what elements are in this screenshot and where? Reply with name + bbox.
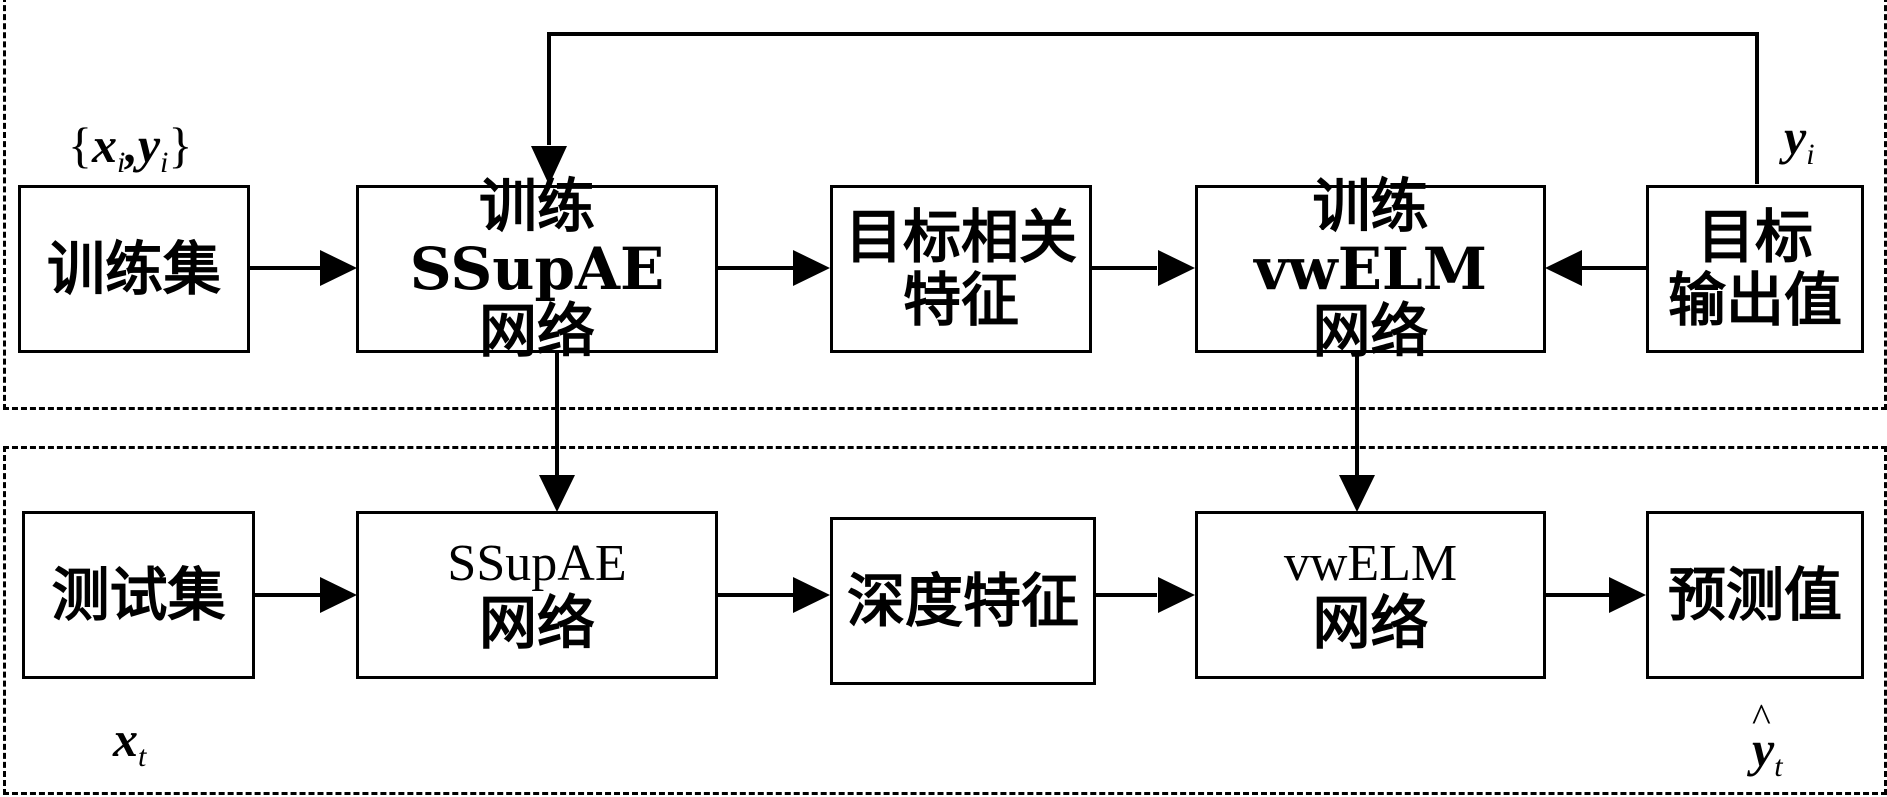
test-x-subscript: t [138, 740, 147, 773]
output-y-symbol: y [1752, 721, 1775, 777]
train-set-box: 训练集 [18, 185, 250, 353]
target-features-label-line2: 特征 [902, 266, 1019, 334]
train-ssupae-box: 训练SSupAE 网络 [356, 175, 718, 362]
arrowhead [1545, 250, 1582, 286]
target-output-label-line1: 目标 [1696, 203, 1813, 272]
vwelm-label-line2: 网络 [1312, 588, 1429, 657]
test-set-label: 测试集 [51, 560, 226, 629]
feedback-y-symbol: y [1784, 109, 1807, 165]
hat-accent: ^ [1752, 695, 1771, 740]
training-stage-region [3, 0, 1887, 410]
ssupae-box: SSupAE 网络 [356, 511, 718, 679]
arrowhead [793, 250, 830, 286]
deep-features-label: 深度特征 [846, 566, 1079, 635]
train-vwelm-label-line1: 训练vwELM [1254, 172, 1487, 303]
prediction-output-label: yt [1752, 724, 1783, 782]
vwelm-label-line1: vwELM [1283, 534, 1458, 592]
target-features-label-line1: 目标相关 [844, 203, 1077, 272]
arrowhead [1339, 475, 1375, 512]
testing-input-label: xt [113, 714, 146, 772]
input-x-symbol: x [92, 117, 117, 173]
target-output-label-line2: 输出值 [1667, 266, 1842, 334]
input-y-subscript: i [160, 146, 169, 179]
arrowhead [320, 577, 357, 613]
train-ssupae-label-line1: 训练SSupAE [409, 172, 665, 303]
target-features-box: 目标相关 特征 [830, 185, 1092, 353]
train-ssupae-label-line2: 网络 [478, 297, 595, 366]
ssupae-label-line1: SSupAE [447, 534, 627, 592]
arrowhead [793, 577, 830, 613]
testing-stage-region [3, 446, 1887, 795]
train-vwelm-label-line2: 网络 [1312, 297, 1429, 366]
target-output-box: 目标 输出值 [1646, 185, 1864, 353]
test-x-symbol: x [113, 711, 138, 767]
prediction-label: 预测值 [1667, 560, 1842, 629]
feedback-label: yi [1784, 112, 1815, 170]
vwelm-box: vwELM 网络 [1195, 511, 1546, 679]
test-set-box: 测试集 [22, 511, 255, 679]
prediction-box: 预测值 [1646, 511, 1864, 679]
ssupae-label-line2: 网络 [478, 588, 595, 657]
training-input-label: {xi,yi} [68, 117, 193, 179]
arrowhead [1158, 577, 1195, 613]
feedback-loop-line [547, 32, 1759, 184]
input-y-symbol: y [137, 117, 161, 173]
input-x-subscript: i [117, 146, 126, 179]
output-y-subscript: t [1774, 750, 1783, 783]
train-set-label: 训练集 [46, 234, 221, 303]
feedback-y-subscript: i [1806, 138, 1815, 171]
arrowhead [539, 475, 575, 512]
arrowhead [1158, 250, 1195, 286]
arrowhead [320, 250, 357, 286]
train-vwelm-box: 训练vwELM 网络 [1195, 175, 1546, 362]
deep-features-box: 深度特征 [830, 517, 1096, 685]
arrowhead [1609, 577, 1646, 613]
arrowhead [531, 146, 567, 185]
